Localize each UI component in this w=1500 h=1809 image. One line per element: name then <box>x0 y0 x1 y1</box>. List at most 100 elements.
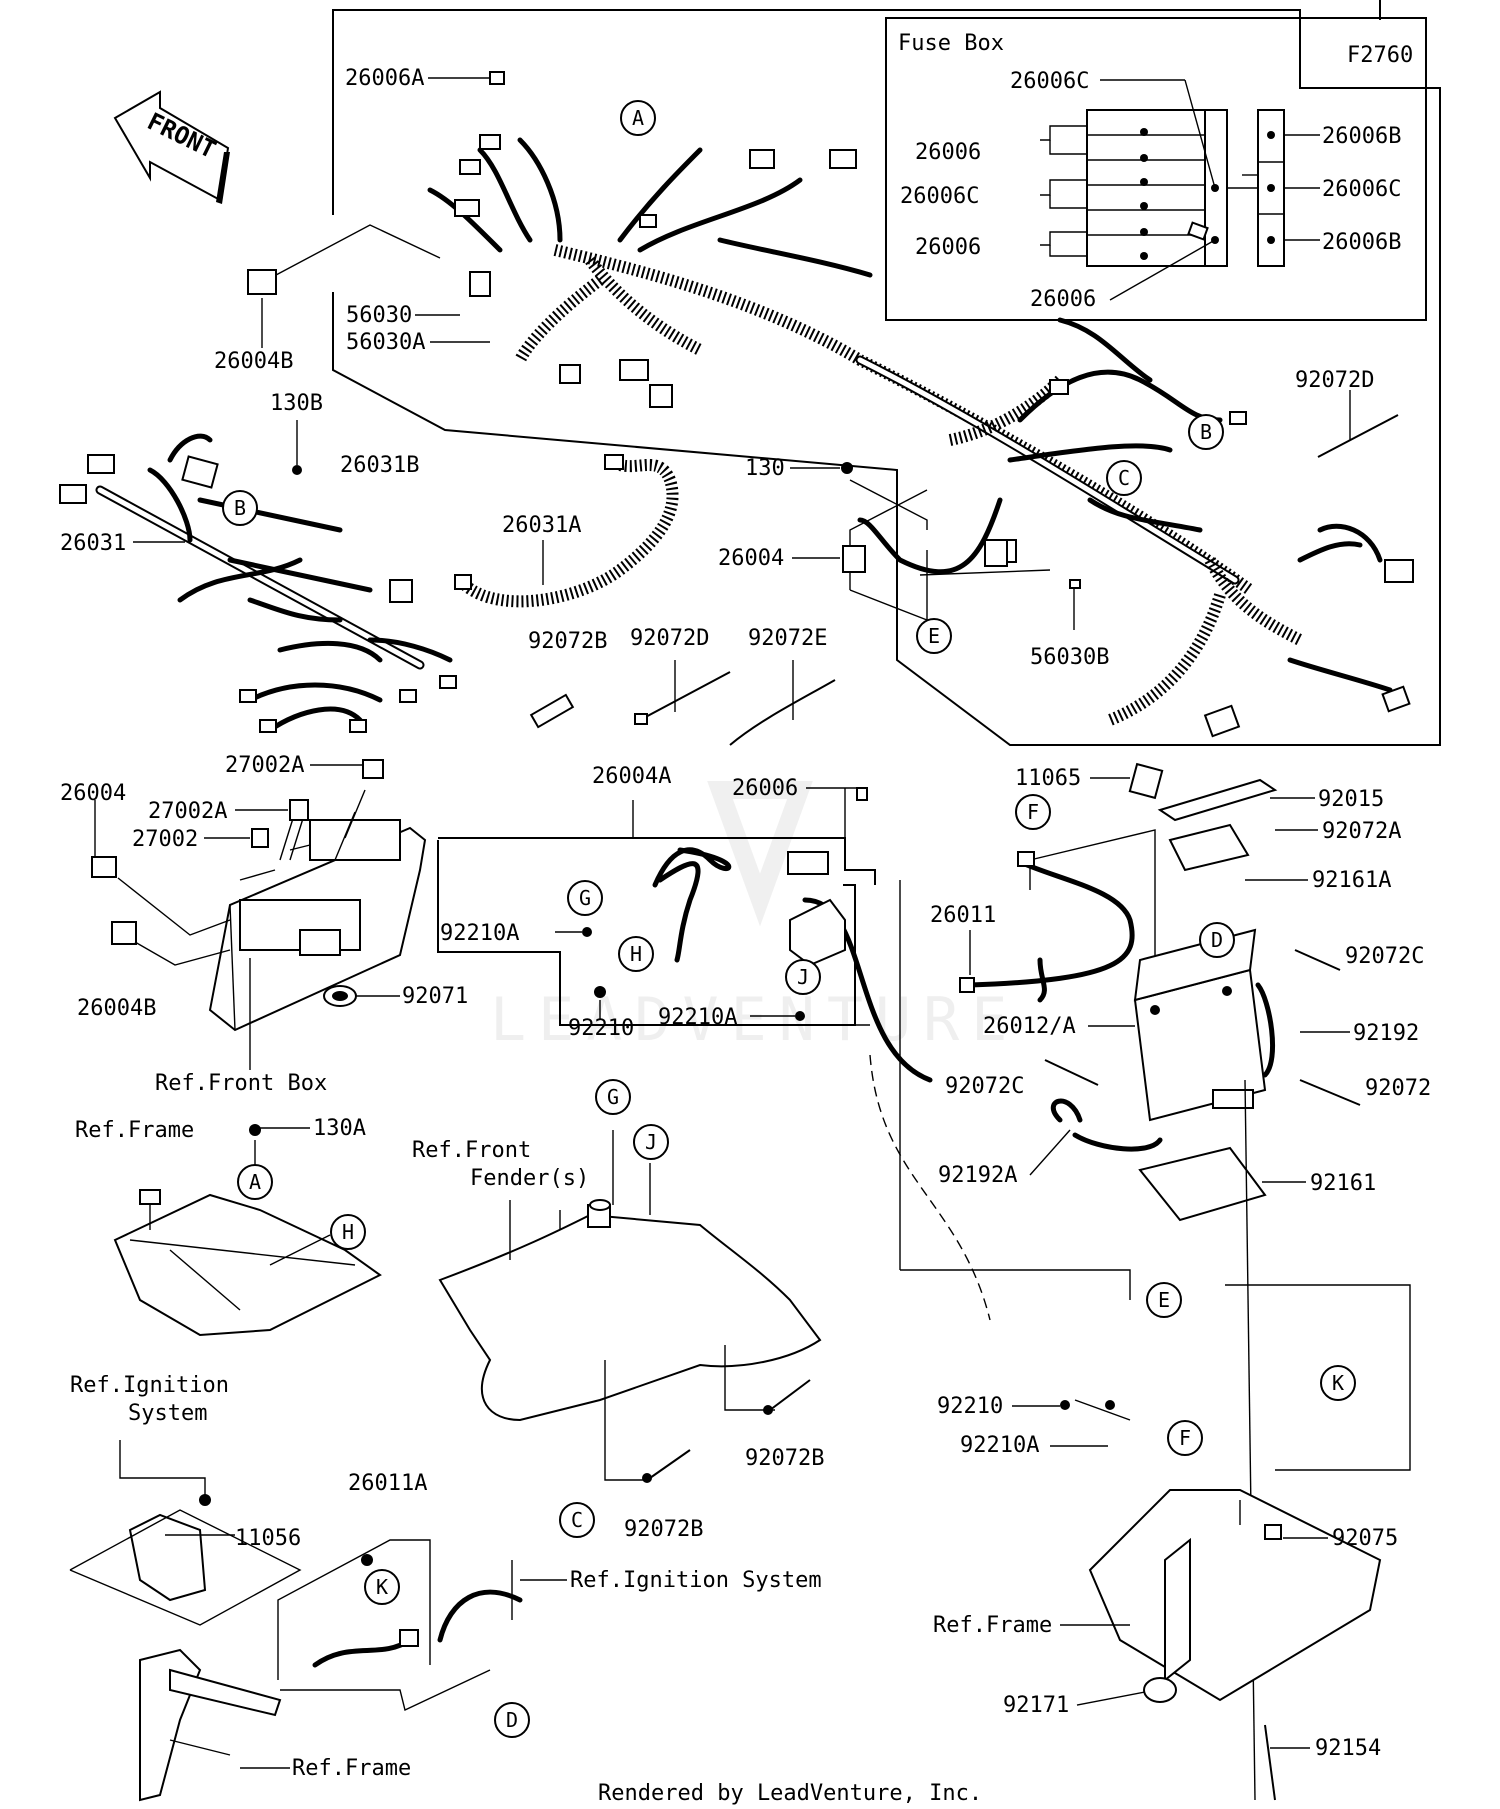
callout-circle <box>1146 1282 1182 1318</box>
reference-labels: Ref.Front Box Ref.Frame Ref.Front Fender… <box>70 1071 1130 1781</box>
callout-letter: D <box>1211 928 1223 952</box>
callout-letter: H <box>342 1220 354 1244</box>
part-labels: 26006A 26004B 56030 56030A 26031B 92072D… <box>60 66 1431 1761</box>
label-26004B-top: 26004B <box>214 349 293 374</box>
harness-26031A <box>454 454 679 608</box>
callout-j-mid: J <box>785 959 821 995</box>
callout-letter: A <box>249 1170 261 1194</box>
fuse-label-26006-a: 26006 <box>915 140 981 165</box>
label-92210: 92210 <box>568 1016 634 1041</box>
ref-ignition-2: Ref.Ignition System <box>570 1568 822 1593</box>
callout-g-fender: G <box>595 1079 631 1115</box>
label-92072A: 92072A <box>1322 819 1401 844</box>
label-26004-left: 26004 <box>60 781 126 806</box>
callout-circle <box>1167 1420 1203 1456</box>
front-box <box>91 759 427 1070</box>
label-92161: 92161 <box>1310 1171 1376 1196</box>
main-harness <box>427 134 1414 738</box>
callout-j-fender: J <box>633 1124 669 1160</box>
callout-letter: F <box>1179 1426 1191 1450</box>
callout-circle <box>222 490 258 526</box>
label-26031B: 26031B <box>340 453 419 478</box>
callout-circle <box>620 100 656 136</box>
callout-k-low: K <box>1320 1365 1356 1401</box>
callout-letter: E <box>1158 1288 1170 1312</box>
callout-e-low: E <box>1146 1282 1182 1318</box>
connector-26004B-top <box>247 224 441 295</box>
ref-front-box: Ref.Front Box <box>155 1071 327 1096</box>
ref-front-fender-line2: Fender(s) <box>470 1166 589 1191</box>
label-92192A: 92192A <box>938 1163 1017 1188</box>
callout-circle <box>916 618 952 654</box>
watermark: LEADVENTURE <box>490 781 1019 1055</box>
ref-ignition-1: Ref.Ignition System <box>70 1373 242 1426</box>
callout-circle <box>1015 794 1051 830</box>
fuse-box-panel: Fuse Box 26006C 26006 26006C 26006 26006… <box>885 17 1427 321</box>
callout-letter: F <box>1027 800 1039 824</box>
fuse-label-26006C-top: 26006C <box>1010 69 1089 94</box>
ref-frame-1: Ref.Frame <box>75 1118 194 1143</box>
label-26006-mid: 26006 <box>732 776 798 801</box>
label-92072: 92072 <box>1365 1076 1431 1101</box>
cable-26011A <box>139 1539 523 1802</box>
label-92210A-1: 92210A <box>440 921 519 946</box>
callout-circle <box>237 1164 273 1200</box>
label-92072B-mid: 92072B <box>528 629 607 654</box>
ties-mid-row <box>529 660 836 746</box>
callout-circle <box>364 1569 400 1605</box>
label-92210-low: 92210 <box>937 1394 1003 1419</box>
callout-circle <box>494 1702 530 1738</box>
harness-26031 <box>59 420 457 733</box>
fuse-box-title: Fuse Box <box>898 31 1004 56</box>
label-26011A: 26011A <box>348 1471 427 1496</box>
label-92072C-right: 92072C <box>1345 944 1424 969</box>
watermark-text: LEADVENTURE <box>490 985 1019 1055</box>
front-arrow: FRONT <box>113 90 230 204</box>
callout-circle <box>785 959 821 995</box>
label-27002: 27002 <box>132 827 198 852</box>
callout-c-right: C <box>1106 460 1142 496</box>
label-92171: 92171 <box>1003 1693 1069 1718</box>
callout-letter: K <box>376 1575 388 1599</box>
fender-detail <box>438 1130 822 1483</box>
label-92072C-left: 92072C <box>945 1074 1024 1099</box>
fuse-label-26006-bottom: 26006 <box>1030 287 1096 312</box>
label-56030: 56030 <box>346 303 412 328</box>
label-92072D-top: 92072D <box>1295 368 1374 393</box>
callout-circle <box>1188 414 1224 450</box>
label-26031A: 26031A <box>502 513 581 538</box>
callout-f-batt: F <box>1015 794 1051 830</box>
label-92210A-2: 92210A <box>658 1005 737 1030</box>
footer-credit: Rendered by LeadVenture, Inc. <box>598 1781 982 1806</box>
label-92072B-right: 92072B <box>745 1446 824 1471</box>
label-56030A: 56030A <box>346 330 425 355</box>
callout-d-low: D <box>494 1702 530 1738</box>
callout-circle <box>633 1124 669 1160</box>
lower-right-frame <box>900 1269 1411 1801</box>
label-26004B-left: 26004B <box>77 996 156 1021</box>
label-11065: 11065 <box>1015 766 1081 791</box>
callout-d-batt: D <box>1199 922 1235 958</box>
fuse-label-26006-b: 26006 <box>915 235 981 260</box>
callout-circle <box>330 1214 366 1250</box>
ref-front-fender-line1: Ref.Front <box>412 1138 531 1163</box>
callout-letter: C <box>1118 466 1130 490</box>
callout-a-frame: A <box>237 1164 273 1200</box>
label-92072D-mid: 92072D <box>630 626 709 651</box>
center-fuse-group <box>437 787 991 1321</box>
ref-ignition-1-line2: System <box>128 1401 207 1426</box>
callout-letter: B <box>234 496 246 520</box>
callout-f-low: F <box>1167 1420 1203 1456</box>
label-92072E: 92072E <box>748 626 827 651</box>
label-92210A-low: 92210A <box>960 1433 1039 1458</box>
callout-circle <box>1199 922 1235 958</box>
callout-e-mid: E <box>916 618 952 654</box>
label-92015: 92015 <box>1318 787 1384 812</box>
label-26012A: 26012/A <box>983 1014 1076 1039</box>
callout-letter: B <box>1200 420 1212 444</box>
label-130A: 130A <box>313 1116 366 1141</box>
label-92072B-bottom: 92072B <box>624 1517 703 1542</box>
label-26004A: 26004A <box>592 764 671 789</box>
ref-ignition-1-line1: Ref.Ignition <box>70 1373 229 1398</box>
